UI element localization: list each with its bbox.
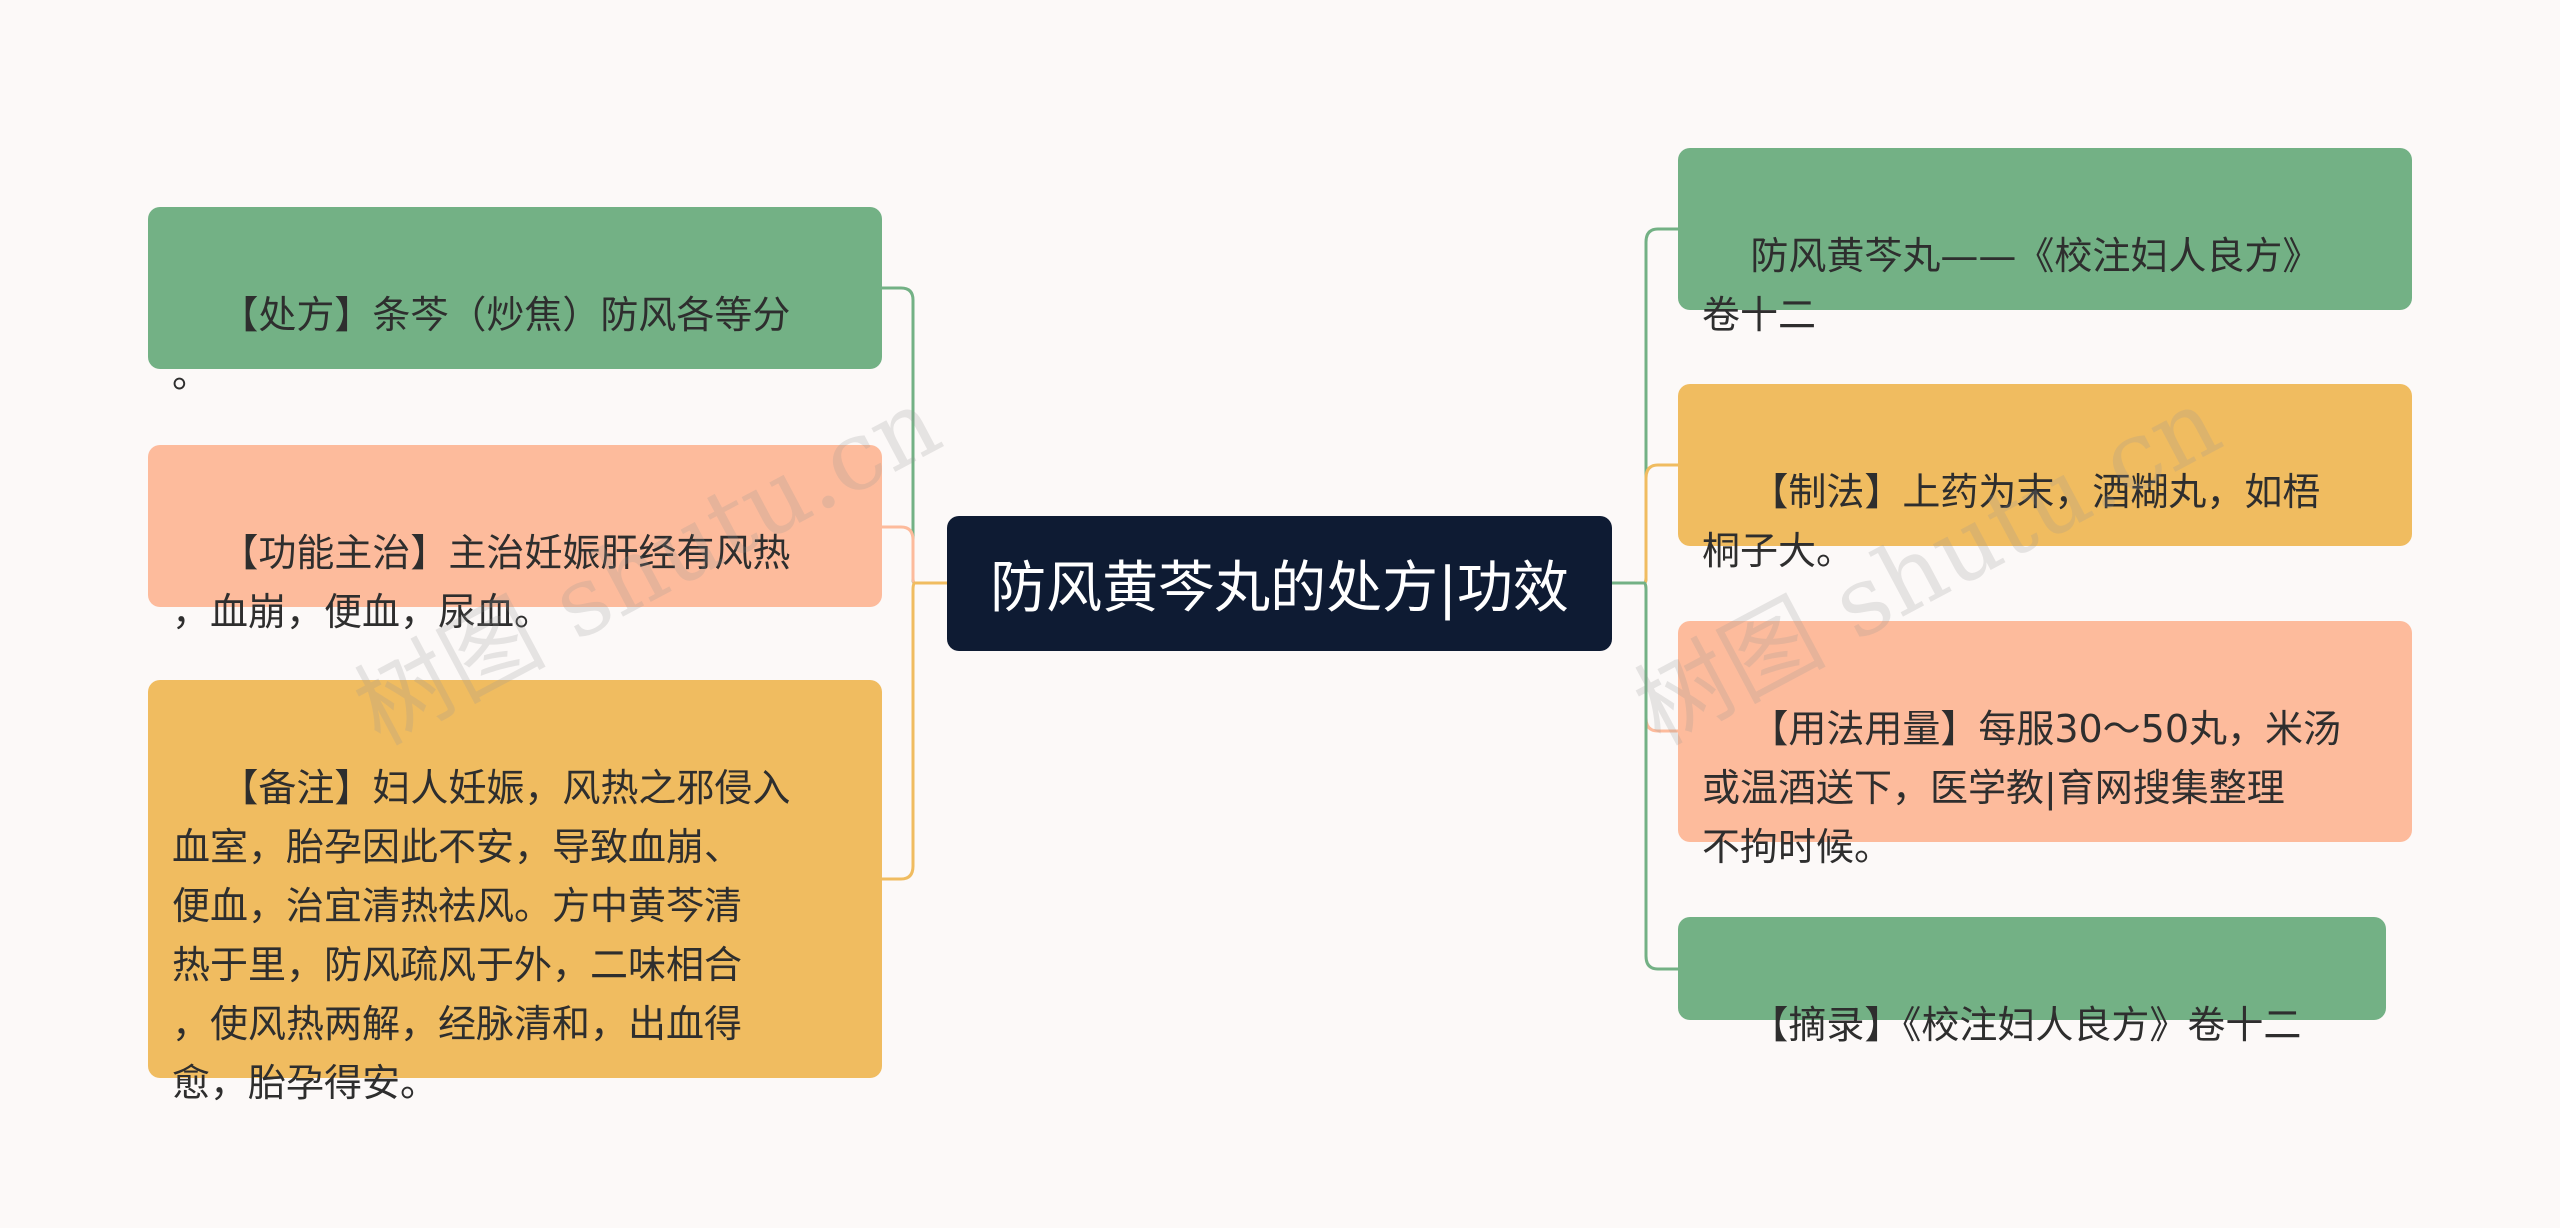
topic-indications[interactable]: 【功能主治】主治妊娠肝经有风热 ，血崩，便血，尿血。	[148, 445, 882, 634]
topic-source-title-text: 防风黄芩丸——《校注妇人良方》 卷十二	[1702, 234, 2321, 337]
topic-preparation-text: 【制法】上药为末，酒糊丸，如梧 桐子大。	[1702, 470, 2321, 573]
topic-remarks-text: 【备注】妇人妊娠，风热之邪侵入 血室，胎孕因此不安，导致血崩、 便血，治宜清热祛…	[172, 766, 791, 1105]
topic-prescription-text: 【处方】条芩（炒焦）防风各等分 。	[172, 293, 791, 396]
topic-excerpt[interactable]: 【摘录】《校注妇人良方》卷十二	[1678, 917, 2386, 1047]
connector-right-2	[1612, 463, 1678, 585]
root-topic-label: 防风黄芩丸的处方|功效	[990, 556, 1569, 621]
topic-excerpt-text: 【摘录】《校注妇人良方》卷十二	[1750, 1003, 2302, 1047]
topic-indications-text: 【功能主治】主治妊娠肝经有风热 ，血崩，便血，尿血。	[172, 531, 791, 634]
topic-dosage-text: 【用法用量】每服30～50丸，米汤 或温酒送下，医学教|育网搜集整理 不拘时候。	[1702, 707, 2342, 869]
topic-source-title[interactable]: 防风黄芩丸——《校注妇人良方》 卷十二	[1678, 148, 2412, 337]
topic-prescription[interactable]: 【处方】条芩（炒焦）防风各等分 。	[148, 207, 882, 396]
connector-left-3	[882, 581, 947, 881]
connector-right-1	[1612, 227, 1678, 585]
connector-left-2	[882, 525, 947, 585]
topic-dosage[interactable]: 【用法用量】每服30～50丸，米汤 或温酒送下，医学教|育网搜集整理 不拘时候。	[1678, 621, 2412, 869]
topic-remarks[interactable]: 【备注】妇人妊娠，风热之邪侵入 血室，胎孕因此不安，导致血崩、 便血，治宜清热祛…	[148, 680, 882, 1105]
root-topic[interactable]: 防风黄芩丸的处方|功效	[947, 516, 1612, 651]
topic-preparation[interactable]: 【制法】上药为末，酒糊丸，如梧 桐子大。	[1678, 384, 2412, 573]
